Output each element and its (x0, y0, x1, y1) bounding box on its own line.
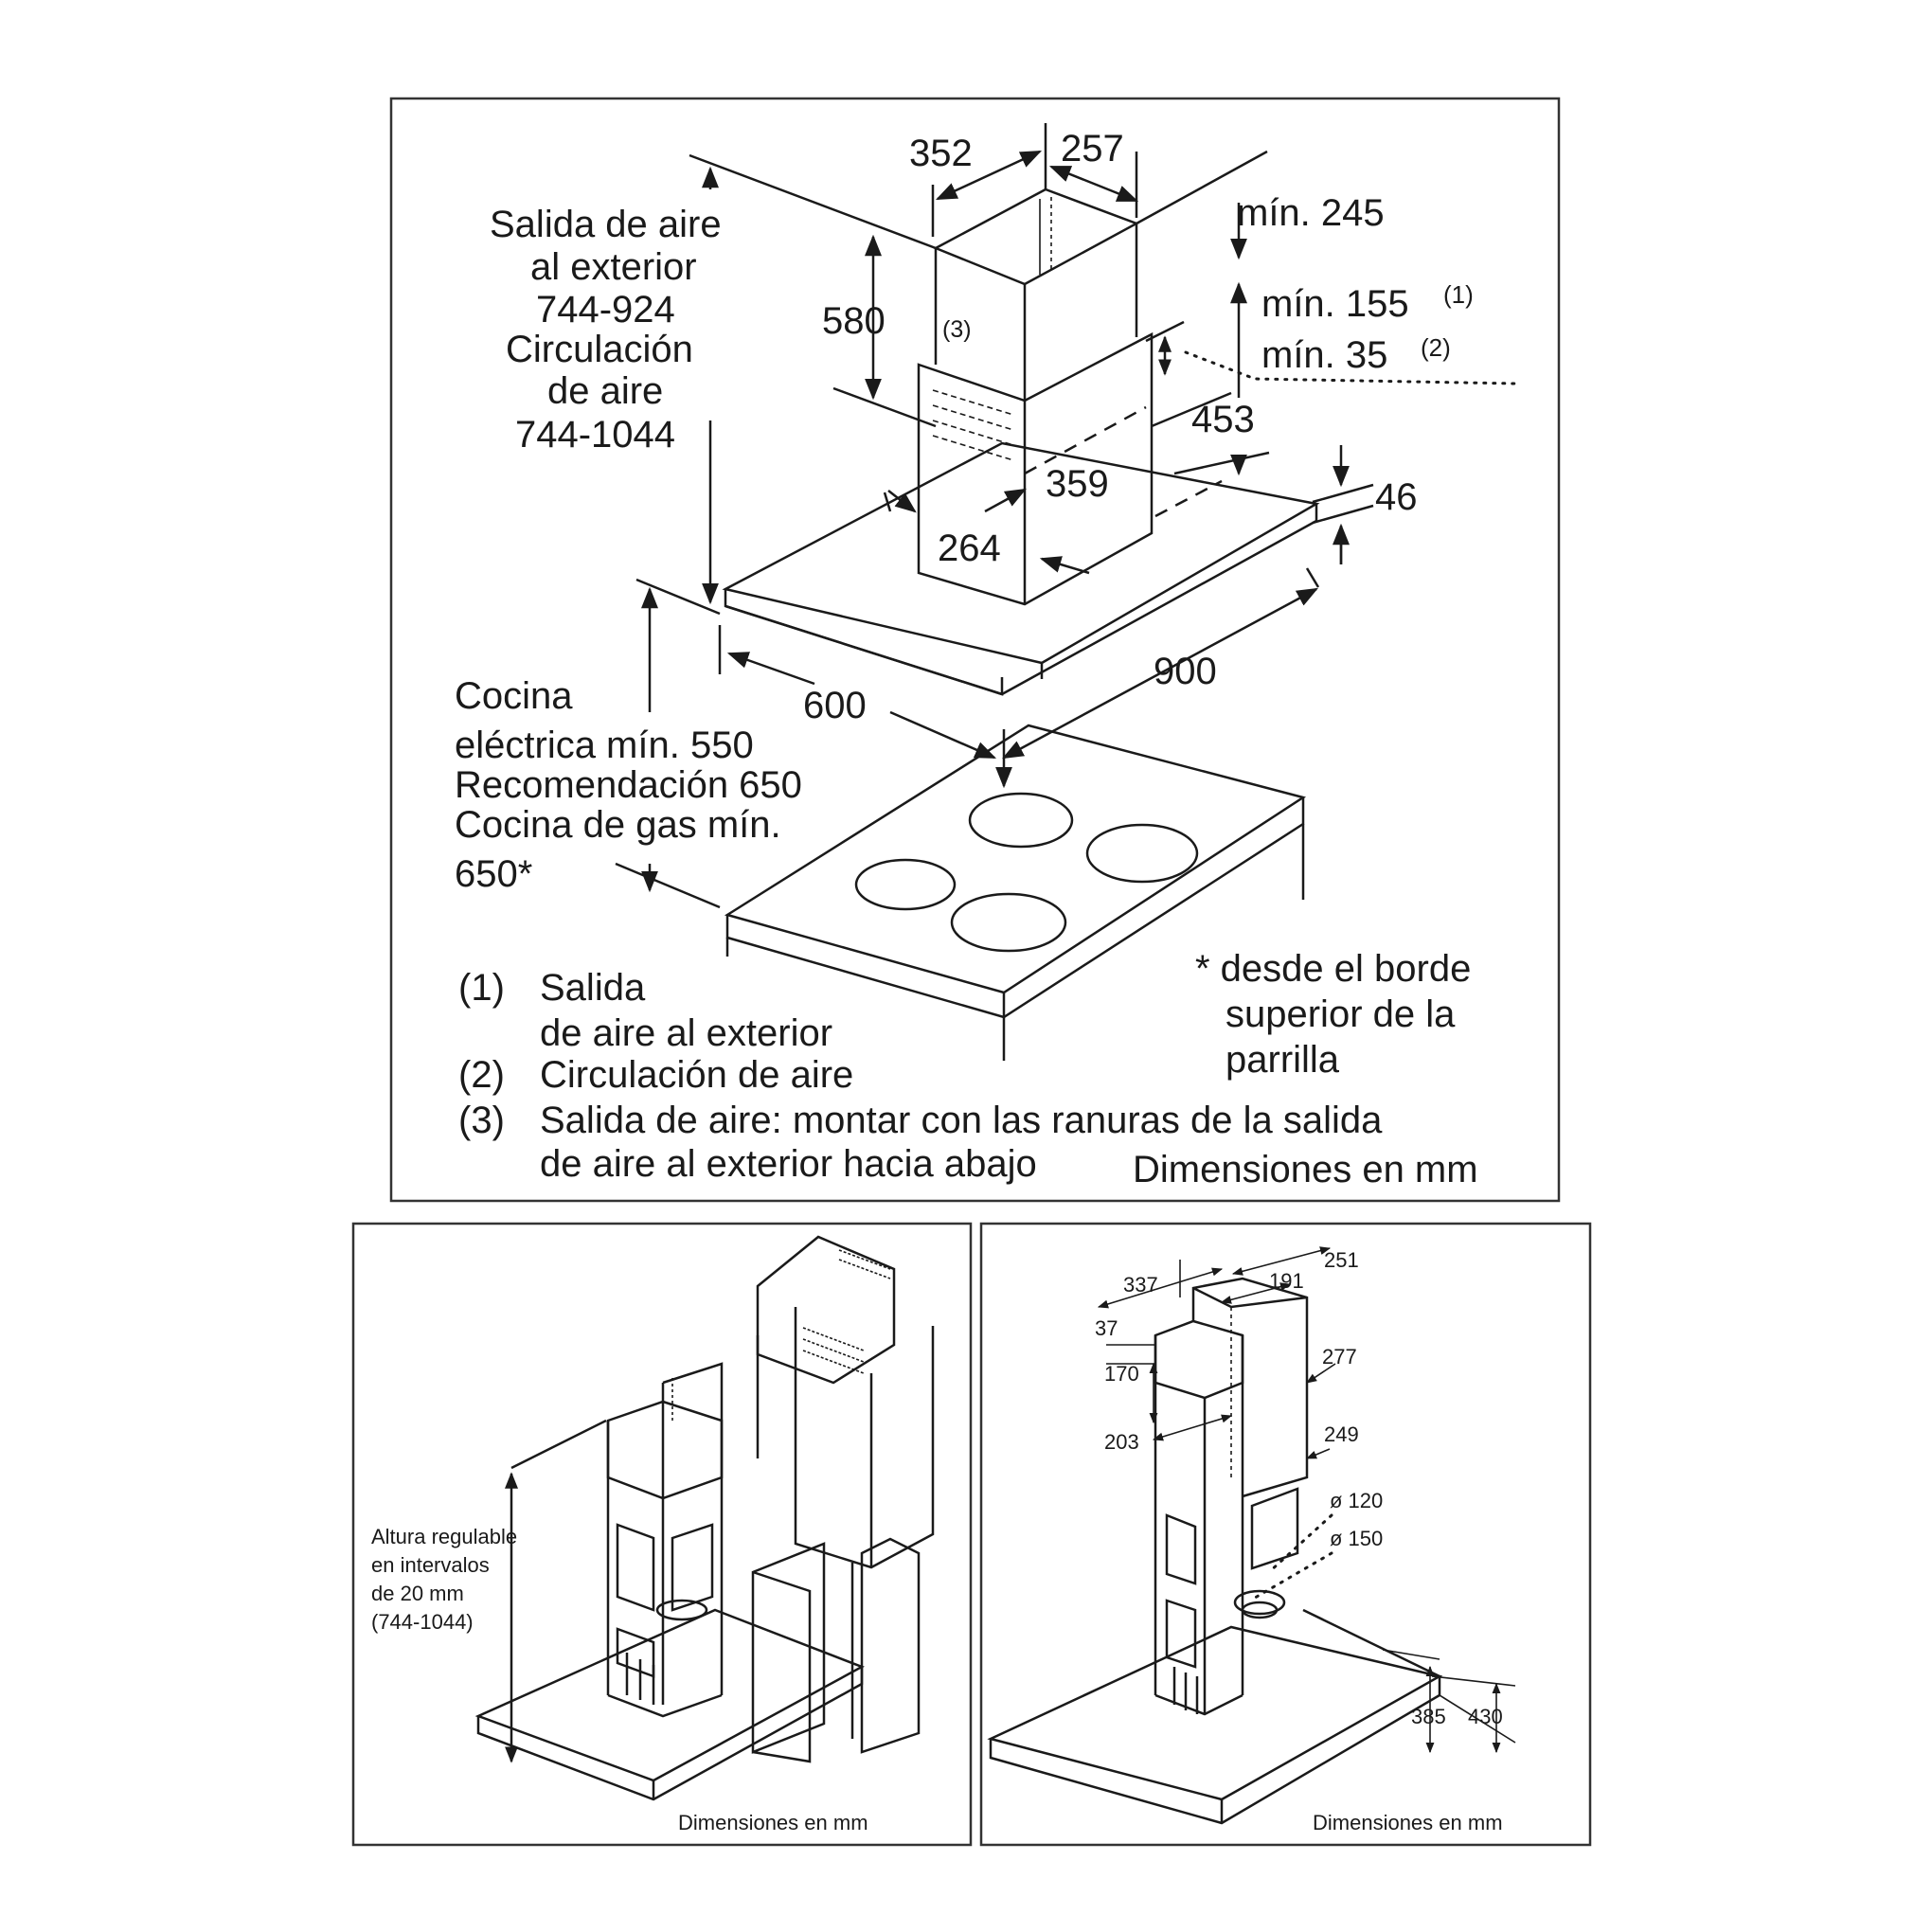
hood-canopy (722, 441, 1320, 696)
dim-min-245: mín. 245 (1237, 192, 1385, 234)
air-outlet-line-4: Circulación (506, 329, 693, 370)
cooktop-line-5: 650* (455, 853, 532, 895)
right-dimension-labels: 251 337 191 37 277 170 203 249 ø 120 ø 1… (1095, 1248, 1503, 1728)
air-outlet-line-5: de aire (547, 370, 663, 412)
dim-430: 430 (1468, 1705, 1503, 1728)
hood-chimney (917, 188, 1223, 606)
burner-left (854, 858, 957, 911)
dim-600: 600 (803, 685, 867, 726)
vent-ref-3: (3) (942, 316, 972, 343)
air-outlet-line-3: 744-924 (536, 289, 675, 331)
main-panel-frame (389, 97, 1561, 1203)
footnote-1-num: (1) (458, 967, 505, 1009)
footnote-1-line-1: Salida (540, 967, 646, 1009)
dim-dia-150: ø 150 (1330, 1527, 1383, 1550)
adjustable-line-3: de 20 mm (371, 1582, 464, 1605)
air-outlet-line-2: al exterior (530, 246, 697, 288)
dim-46: 46 (1375, 476, 1418, 518)
air-outlet-line-6: 744-1044 (515, 414, 675, 456)
footnote-1-line-2: de aire al exterior (540, 1012, 832, 1054)
dim-257: 257 (1061, 128, 1124, 170)
right-panel-frame (979, 1222, 1592, 1847)
note-ref-2: (2) (1421, 333, 1451, 362)
asterisk-note-line-2: superior de la (1225, 993, 1456, 1035)
dim-453: 453 (1191, 399, 1255, 440)
note-ref-1: (1) (1443, 280, 1474, 309)
cooktop-line-3: Recomendación 650 (455, 764, 802, 806)
cooktop-line-4: Cocina de gas mín. (455, 804, 781, 846)
adjustable-height-label: Altura regulable en intervalos de 20 mm … (371, 1525, 517, 1634)
footnotes: (1) Salida de aire al exterior (2) Circu… (458, 967, 1383, 1185)
adjustable-line-4: (744-1044) (371, 1610, 474, 1634)
footnote-3-num: (3) (458, 1100, 505, 1141)
dim-337: 337 (1123, 1273, 1158, 1297)
adjustable-line-1: Altura regulable (371, 1525, 517, 1548)
dimension-lines (615, 123, 1517, 909)
cooktop-line-1: Cocina (455, 675, 573, 717)
dim-251: 251 (1324, 1248, 1359, 1272)
footnote-3-line-2: de aire al exterior hacia abajo (540, 1143, 1037, 1185)
dim-min-155: mín. 155 (1261, 283, 1409, 325)
dim-277: 277 (1322, 1345, 1357, 1368)
upper-cover (756, 1235, 935, 1569)
right-panel: 251 337 191 37 277 170 203 249 ø 120 ø 1… (979, 1222, 1592, 1847)
asterisk-note: * desde el borde superior de la parrilla (1195, 948, 1471, 1081)
dim-191: 191 (1269, 1269, 1304, 1293)
dim-385: 385 (1411, 1705, 1446, 1728)
asterisk-note-line-1: * desde el borde (1195, 948, 1471, 990)
left-panel: Altura regulable en intervalos de 20 mm … (351, 1222, 973, 1847)
lower-cover (751, 1537, 921, 1763)
dim-249: 249 (1324, 1422, 1359, 1446)
dim-900: 900 (1154, 651, 1217, 692)
burner-front (950, 892, 1067, 953)
air-outlet-line-1: Salida de aire (490, 204, 722, 245)
dimension-labels: 352 257 mín. 245 580 mín. 155 (1) mín. 3… (803, 128, 1474, 726)
main-panel: 352 257 mín. 245 580 mín. 155 (1) mín. 3… (389, 97, 1561, 1203)
asterisk-note-line-3: parrilla (1225, 1039, 1340, 1081)
adjustable-line-2: en intervalos (371, 1553, 490, 1577)
footnote-3-line-1: Salida de aire: montar con las ranuras d… (540, 1100, 1383, 1141)
dim-359: 359 (1046, 463, 1109, 505)
main-units-label: Dimensiones en mm (1133, 1149, 1478, 1190)
dim-37: 37 (1095, 1316, 1118, 1340)
burner-right (1085, 823, 1199, 884)
dim-min-35: mín. 35 (1261, 334, 1387, 376)
cooktop-distance-label: Cocina eléctrica mín. 550 Recomendación … (455, 675, 802, 895)
left-units-label: Dimensiones en mm (678, 1811, 868, 1834)
dim-dia-120: ø 120 (1330, 1489, 1383, 1512)
vent-slots (932, 389, 1014, 461)
dim-352: 352 (909, 133, 973, 174)
cooktop-line-2: eléctrica mín. 550 (455, 724, 754, 766)
footnote-2-num: (2) (458, 1054, 505, 1096)
right-units-label: Dimensiones en mm (1313, 1811, 1503, 1834)
burner-back (968, 792, 1074, 849)
dim-170: 170 (1104, 1362, 1139, 1386)
dim-580: 580 (822, 300, 886, 342)
footnote-2-line-1: Circulación de aire (540, 1054, 853, 1096)
dim-203: 203 (1104, 1430, 1139, 1454)
right-dimension-lines (1097, 1246, 1516, 1754)
dim-264: 264 (938, 528, 1001, 569)
left-panel-frame (351, 1222, 973, 1847)
air-outlet-label: Salida de aire al exterior 744-924 Circu… (490, 204, 722, 456)
cooktop (724, 724, 1307, 1061)
frame-dimensioned (1154, 1277, 1440, 1716)
frame-tower (606, 1362, 724, 1718)
